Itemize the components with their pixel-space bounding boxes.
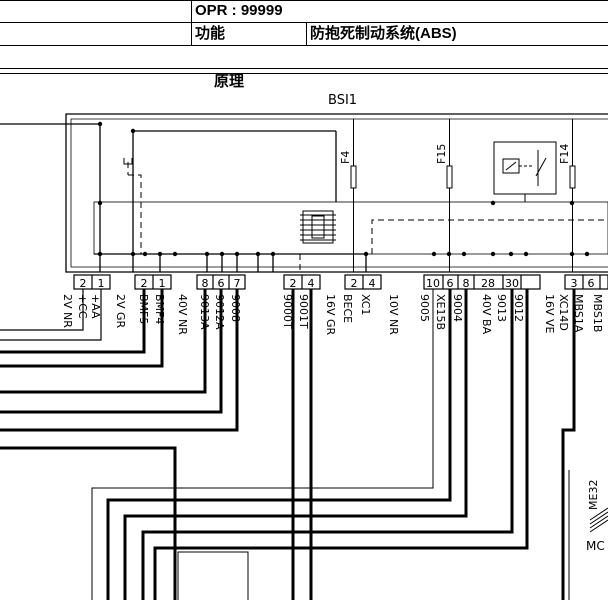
pin-number: 2 [351, 277, 358, 290]
wire-label: 9012 [512, 294, 525, 322]
relay-symbol [493, 141, 557, 202]
pin-number: 2 [141, 277, 148, 290]
header-rule-3 [0, 68, 608, 69]
wire-label: 9004 [451, 294, 464, 322]
pin-number: 4 [308, 277, 315, 290]
wire-label: 9000T [281, 294, 294, 329]
header-vdivider-1 [191, 0, 192, 46]
header-rule-1 [0, 22, 608, 23]
header-rule-4 [0, 73, 608, 74]
fuse-label-f4: F4 [339, 151, 352, 164]
pin-number: 1 [98, 277, 105, 290]
pin-number: 7 [234, 277, 241, 290]
module-label: BSI1 [328, 93, 357, 108]
pin-number: 3 [571, 277, 578, 290]
wire-label: XE15B [434, 294, 447, 330]
component-box [177, 551, 249, 600]
wire-label: 16V GR [324, 294, 337, 336]
ground-label: ME32 [587, 480, 600, 510]
system-name: 防抱死制动系统(ABS) [310, 25, 457, 42]
wire-label: XC14D [557, 294, 570, 331]
relay-hook [123, 158, 133, 165]
wire-label: MBS1B [591, 294, 604, 332]
fuse-group [350, 119, 576, 272]
pin-number: 10 [426, 277, 440, 290]
wire-label: 9005 [418, 294, 431, 322]
header-vdivider-2 [306, 22, 307, 46]
ic-component [300, 210, 336, 244]
wire-label: 2V NR [61, 294, 74, 328]
pin-number: 1 [159, 277, 166, 290]
header-rule-2 [0, 45, 608, 46]
junction-dots [97, 121, 590, 257]
wire-label: 40V BA [480, 294, 493, 335]
pin-number: 30 [505, 277, 519, 290]
pin-number: 2 [290, 277, 297, 290]
thin-wire [91, 289, 434, 600]
wire-label: BMF4 [153, 294, 166, 324]
wire-label: XC1 [359, 294, 372, 315]
fuse-label-f14: F14 [558, 144, 571, 164]
pin-number: 8 [202, 277, 209, 290]
wire-label: 9001T [297, 294, 310, 329]
wire-label: 2V GR [114, 294, 127, 329]
pin-number: 4 [369, 277, 376, 290]
pin-number: 6 [447, 277, 454, 290]
wire-label: BECE [341, 294, 354, 323]
wire-label: 16V VE [543, 294, 556, 334]
mc-label: MC [586, 539, 605, 553]
pin-number: 6 [588, 277, 595, 290]
pin-number: 8 [463, 277, 470, 290]
function-label: 功能 [195, 25, 226, 42]
dashed-conductors [127, 162, 608, 272]
pin-number: 2 [80, 277, 87, 290]
internal-conductors [0, 123, 367, 272]
wire-label: 40V NR [176, 294, 189, 335]
connector-strip [73, 274, 608, 290]
header-rule-top [0, 0, 608, 1]
wire-label: 9013 [495, 294, 508, 322]
wire-labels: 2V NR +CC +AA 2V GR BMF5 BMF4 40V NR 901… [61, 294, 604, 336]
wire-label: +AA [89, 294, 102, 319]
opr-label: OPR : 99999 [195, 2, 283, 19]
connector-pin-numbers: 2 1 2 1 8 6 7 2 4 2 4 10 6 8 28 30 3 6 [80, 277, 595, 290]
fuse-label-f15: F15 [435, 144, 448, 164]
wire-label: 10V NR [387, 294, 400, 335]
pin-number: 6 [218, 277, 225, 290]
section-title: 原理 [214, 73, 245, 90]
ground-hatch [589, 507, 608, 533]
external-bus-wires [0, 289, 576, 600]
pin-number: 28 [481, 277, 495, 290]
external-wires [0, 289, 102, 341]
bsi-module-box [65, 113, 608, 273]
